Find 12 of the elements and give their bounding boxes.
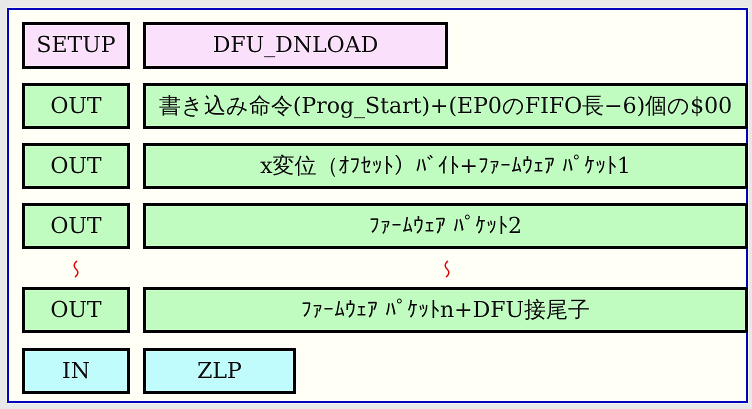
- packet-box: OUT: [22, 287, 130, 333]
- packet-box: IN: [22, 348, 130, 394]
- request-box: SETUP: [22, 22, 130, 69]
- packet-box: OUT: [22, 83, 130, 129]
- packet-box: 書き込み命令(Prog_Start)+(EP0のFIFO長−6)個の$00: [143, 83, 748, 129]
- packet-box: OUT: [22, 143, 130, 189]
- packet-box: x変位（ｵﾌｾｯﾄ）ﾊﾞｲﾄ+ﾌｧｰﾑｳｪｱ ﾊﾟｹｯﾄ1: [143, 143, 748, 189]
- packet-box: ZLP: [143, 348, 296, 394]
- packet-box: ﾌｧｰﾑｳｪｱ ﾊﾟｹｯﾄn+DFU接尾子: [143, 287, 748, 333]
- packet-box: ﾌｧｰﾑｳｪｱ ﾊﾟｹｯﾄ2: [143, 203, 748, 249]
- request-box: DFU_DNLOAD: [143, 22, 448, 69]
- packet-box: OUT: [22, 203, 130, 249]
